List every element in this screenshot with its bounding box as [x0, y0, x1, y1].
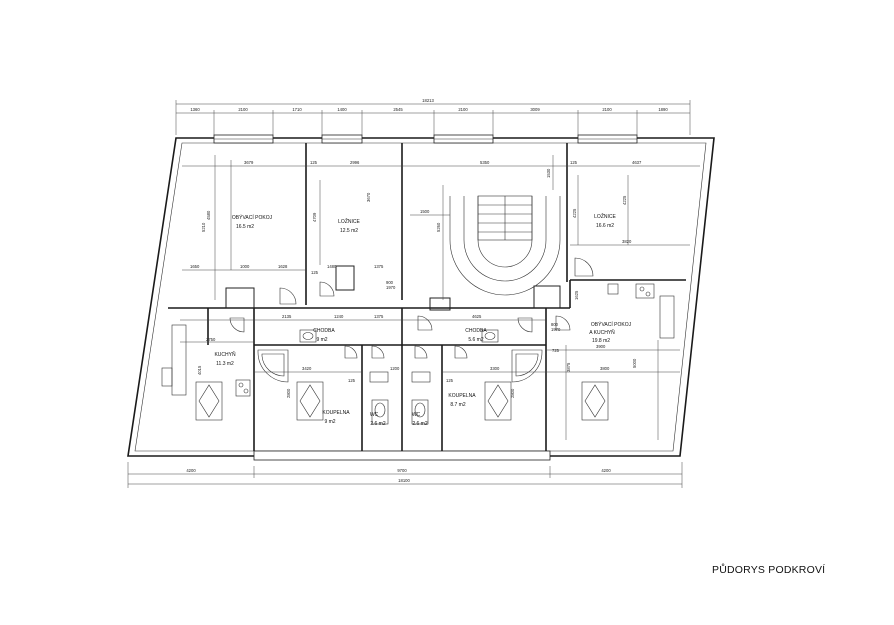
dim-label: 3900: [596, 344, 606, 349]
fixtures: [161, 283, 675, 425]
dim-label: 5260: [436, 222, 441, 232]
dim-label: 2996: [350, 160, 360, 165]
dim-label: 3820: [622, 239, 632, 244]
dim-bottom-segment: 4200: [186, 468, 196, 473]
dim-label: 125: [570, 160, 578, 165]
room-hall-left-name: CHODBA: [313, 328, 335, 334]
room-kitchen-left-area: 11.3 m2: [216, 361, 234, 367]
dim-top-segment: 2545: [393, 107, 403, 112]
dim-label: 1650: [190, 264, 200, 269]
room-hall-right-name: CHODBA: [465, 328, 487, 334]
dim-label: 4709: [312, 212, 317, 222]
dim-label: 125: [348, 378, 356, 383]
room-wc-right-name: WC: [412, 412, 421, 418]
dim-label: 1500: [420, 209, 430, 214]
room-living-kitchen-right-name: OBÝVACÍ POKOJ: [591, 321, 632, 328]
dim-label: 4225: [622, 195, 627, 205]
dim-label: 900: [386, 280, 394, 285]
dim-label: 3875: [566, 362, 571, 372]
room-wc-right-area: 2.6 m2: [412, 421, 428, 427]
dim-top-segment: 1710: [292, 107, 302, 112]
dim-label: 125: [310, 160, 318, 165]
bottom-dimension-chain: 4200 9700 4200 18100: [127, 462, 683, 488]
room-kitchen-left-name: KUCHYŇ: [214, 351, 236, 358]
room-living-kitchen-right-name2: A KUCHYŇ: [589, 329, 615, 336]
room-living-left-name: OBÝVACÍ POKOJ: [232, 214, 273, 221]
interior-dimension-texts: 3679 125 2996 5350 125 4637 4580 5210 47…: [190, 160, 642, 398]
dim-label: 3420: [302, 366, 312, 371]
drawing-title: PŮDORYS PODKROVÍ: [712, 564, 826, 576]
dim-top-segment: 3009: [530, 107, 540, 112]
dim-label: 2800: [510, 388, 515, 398]
dim-label: 3800: [600, 366, 610, 371]
dim-label: 800: [551, 322, 559, 327]
dim-label: 2135: [282, 314, 292, 319]
dim-label: 1530: [546, 168, 551, 178]
dim-top-segment: 1360: [190, 107, 200, 112]
dim-label: 1628: [278, 264, 288, 269]
dim-label: 1970: [551, 327, 561, 332]
dim-label: 3670: [366, 192, 371, 202]
dim-label: 1625: [574, 290, 579, 300]
dim-label: 1375: [374, 264, 384, 269]
dim-label: 1970: [386, 285, 396, 290]
dim-label: 1480: [327, 264, 337, 269]
dim-label: 5350: [480, 160, 490, 165]
dim-top-total: 18213: [422, 98, 434, 103]
room-bath-right-name: KOUPELNA: [448, 393, 476, 399]
dim-label: 1200: [390, 366, 400, 371]
dim-label: 4637: [632, 160, 642, 165]
dim-label: 2750: [206, 337, 216, 342]
dim-label: 5210: [201, 222, 206, 232]
room-wc-left-name: WC: [370, 412, 379, 418]
dim-label: 125: [311, 270, 319, 275]
room-hall-left-area: 9 m2: [316, 337, 327, 343]
dim-label: 1375: [374, 314, 384, 319]
room-living-left-area: 16.5 m2: [236, 224, 254, 230]
dim-label: 3300: [490, 366, 500, 371]
outer-walls: [127, 134, 715, 461]
interior-dimension-lines: [180, 155, 700, 440]
dim-label: 1240: [334, 314, 344, 319]
dim-bottom-segment: 9700: [397, 468, 407, 473]
room-labels: OBÝVACÍ POKOJ 16.5 m2 LOŽNICE 12.5 m2 LO…: [214, 212, 631, 427]
room-hall-right-area: 5.6 m2: [468, 337, 484, 343]
dim-top-segment: 2100: [238, 107, 248, 112]
room-bath-left-area: 9 m2: [324, 419, 335, 425]
room-bedroom-right-area: 16.6 m2: [596, 223, 614, 229]
room-bedroom-left-name: LOŽNICE: [338, 217, 360, 225]
dim-label: 4580: [206, 210, 211, 220]
room-bedroom-left-area: 12.5 m2: [340, 228, 358, 234]
dim-label: 4225: [572, 208, 577, 218]
dim-top-segment: 2100: [458, 107, 468, 112]
dim-label: 725: [552, 348, 560, 353]
dim-top-segment: 1890: [658, 107, 668, 112]
room-bath-left-name: KOUPELNA: [322, 410, 350, 416]
dim-label: 125: [446, 378, 454, 383]
room-bedroom-right-name: LOŽNICE: [594, 212, 616, 220]
dim-label: 3679: [244, 160, 254, 165]
dim-label: 2800: [286, 388, 291, 398]
dim-bottom-segment: 4200: [601, 468, 611, 473]
room-living-kitchen-right-area: 19.8 m2: [592, 338, 610, 344]
staircase: [449, 195, 561, 296]
dim-label: 5000: [632, 358, 637, 368]
interior-walls: [168, 143, 686, 451]
dim-label: 1000: [240, 264, 250, 269]
dim-label: 4625: [472, 314, 482, 319]
dim-top-segment: 2100: [602, 107, 612, 112]
top-dimension-chain: 18213 1360 2100 1710 1400 2545 2100 3009…: [175, 98, 691, 135]
dim-top-segment: 1400: [337, 107, 347, 112]
room-wc-left-area: 2.6 m2: [370, 421, 386, 427]
doors: [229, 257, 594, 359]
dim-label: 4015: [197, 365, 202, 375]
dim-bottom-total: 18100: [398, 478, 410, 483]
room-bath-right-area: 8.7 m2: [450, 402, 466, 408]
